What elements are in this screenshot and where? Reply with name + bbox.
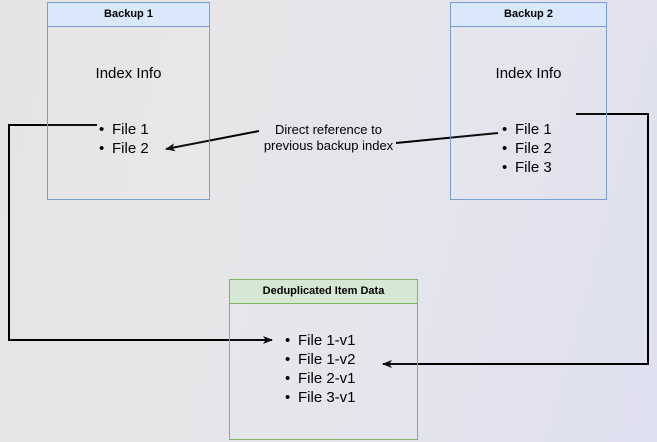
node-backup-2[interactable]: Backup 2 Index Info File 1 File 2 File 3 — [450, 2, 607, 200]
edge-label-direct-reference: Direct reference to previous backup inde… — [246, 122, 411, 154]
node-backup-1-body: Index Info File 1 File 2 — [48, 27, 209, 200]
node-backup-1-file-list: File 1 File 2 — [96, 120, 149, 158]
list-item: File 1-v1 — [285, 331, 355, 350]
node-backup-1[interactable]: Backup 1 Index Info File 1 File 2 — [47, 2, 210, 200]
node-backup-2-file-list: File 1 File 2 File 3 — [499, 120, 552, 177]
node-backup-2-body: Index Info File 1 File 2 File 3 — [451, 27, 606, 200]
list-item: File 2 — [502, 139, 552, 158]
edge-label-direct-reference-line-1: Direct reference to — [275, 122, 382, 137]
list-item: File 1-v2 — [285, 350, 355, 369]
node-deduplicated-item-data-file-list: File 1-v1 File 1-v2 File 2-v1 File 3-v1 — [282, 331, 355, 407]
list-item: File 1 — [502, 120, 552, 139]
node-backup-2-header: Backup 2 — [451, 3, 606, 27]
list-item: File 2-v1 — [285, 369, 355, 388]
node-backup-1-header: Backup 1 — [48, 3, 209, 27]
node-deduplicated-item-data-body: File 1-v1 File 1-v2 File 2-v1 File 3-v1 — [230, 304, 417, 440]
list-item: File 3-v1 — [285, 388, 355, 407]
node-backup-1-index-title: Index Info — [95, 65, 162, 82]
node-backup-2-index-title: Index Info — [495, 65, 562, 82]
node-deduplicated-item-data-header: Deduplicated Item Data — [230, 280, 417, 304]
list-item: File 2 — [99, 139, 149, 158]
list-item: File 3 — [502, 158, 552, 177]
node-deduplicated-item-data[interactable]: Deduplicated Item Data File 1-v1 File 1-… — [229, 279, 418, 440]
list-item: File 1 — [99, 120, 149, 139]
edge-label-direct-reference-line-2: previous backup index — [263, 138, 394, 153]
